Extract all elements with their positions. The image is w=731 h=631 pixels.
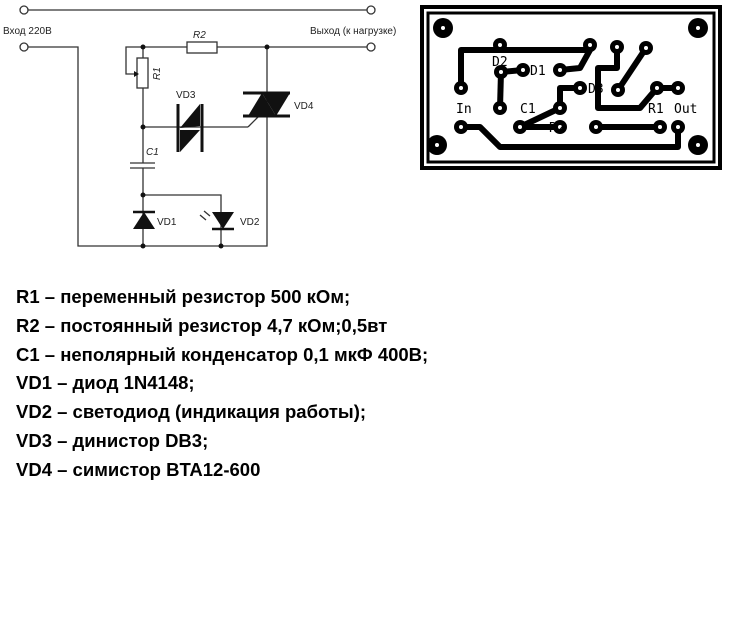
label-vd1: VD1 <box>157 217 177 228</box>
terminal-top-left <box>19 5 29 15</box>
pcb-layout: D2 D1 D3 C1 R2 In R1 Out <box>420 5 722 170</box>
pcb-label-out: Out <box>674 102 697 117</box>
diagrams: Вход 220В Выход (к нагрузке) R2 R1 C1 VD… <box>3 5 722 249</box>
pcb-label-d3: D3 <box>588 82 604 97</box>
pcb-label-d1: D1 <box>530 64 546 79</box>
parts-list-item: VD4 – симистор BTA12-600 <box>16 458 261 480</box>
parts-list-item: R1 – переменный резистор 500 кОм; <box>16 286 351 307</box>
label-r2: R2 <box>193 30 206 41</box>
input-label: Вход 220В <box>3 26 52 37</box>
vd3-dinistor <box>180 104 200 128</box>
terminal-input <box>19 42 29 52</box>
parts-list-item: C1 – неполярный конденсатор 0,1 мкФ 400В… <box>16 343 429 365</box>
pcb-label-in: In <box>456 102 472 117</box>
parts-list-item: VD1 – диод 1N4148; <box>16 372 195 394</box>
terminal-output <box>366 42 376 52</box>
vd1-diode <box>133 212 155 229</box>
label-vd4: VD4 <box>294 101 314 112</box>
output-label: Выход (к нагрузке) <box>310 26 396 37</box>
parts-list-item: VD2 – светодиод (индикация работы); <box>16 401 367 423</box>
pcb-label-r1: R1 <box>648 102 664 117</box>
label-c1: C1 <box>146 147 159 158</box>
pcb-label-c1: C1 <box>520 102 536 117</box>
parts-list-item: VD3 – динистор DB3; <box>16 429 209 451</box>
vd4-triac <box>248 93 276 116</box>
parts-list: R1 – переменный резистор 500 кОм; R2 – п… <box>16 283 428 485</box>
terminal-top-right <box>366 5 376 15</box>
label-vd3: VD3 <box>176 90 196 101</box>
vd2-led <box>212 212 234 229</box>
r2-resistor <box>186 41 218 54</box>
label-vd2: VD2 <box>240 217 260 228</box>
parts-list-item: R2 – постоянный резистор 4,7 кОм;0,5вт <box>16 314 388 336</box>
label-r1: R1 <box>152 67 163 80</box>
pcb-label-r2: R2 <box>549 121 565 136</box>
pcb-label-d2: D2 <box>492 55 508 70</box>
schematic-symbols <box>133 44 290 249</box>
r1-resistor <box>136 57 149 89</box>
